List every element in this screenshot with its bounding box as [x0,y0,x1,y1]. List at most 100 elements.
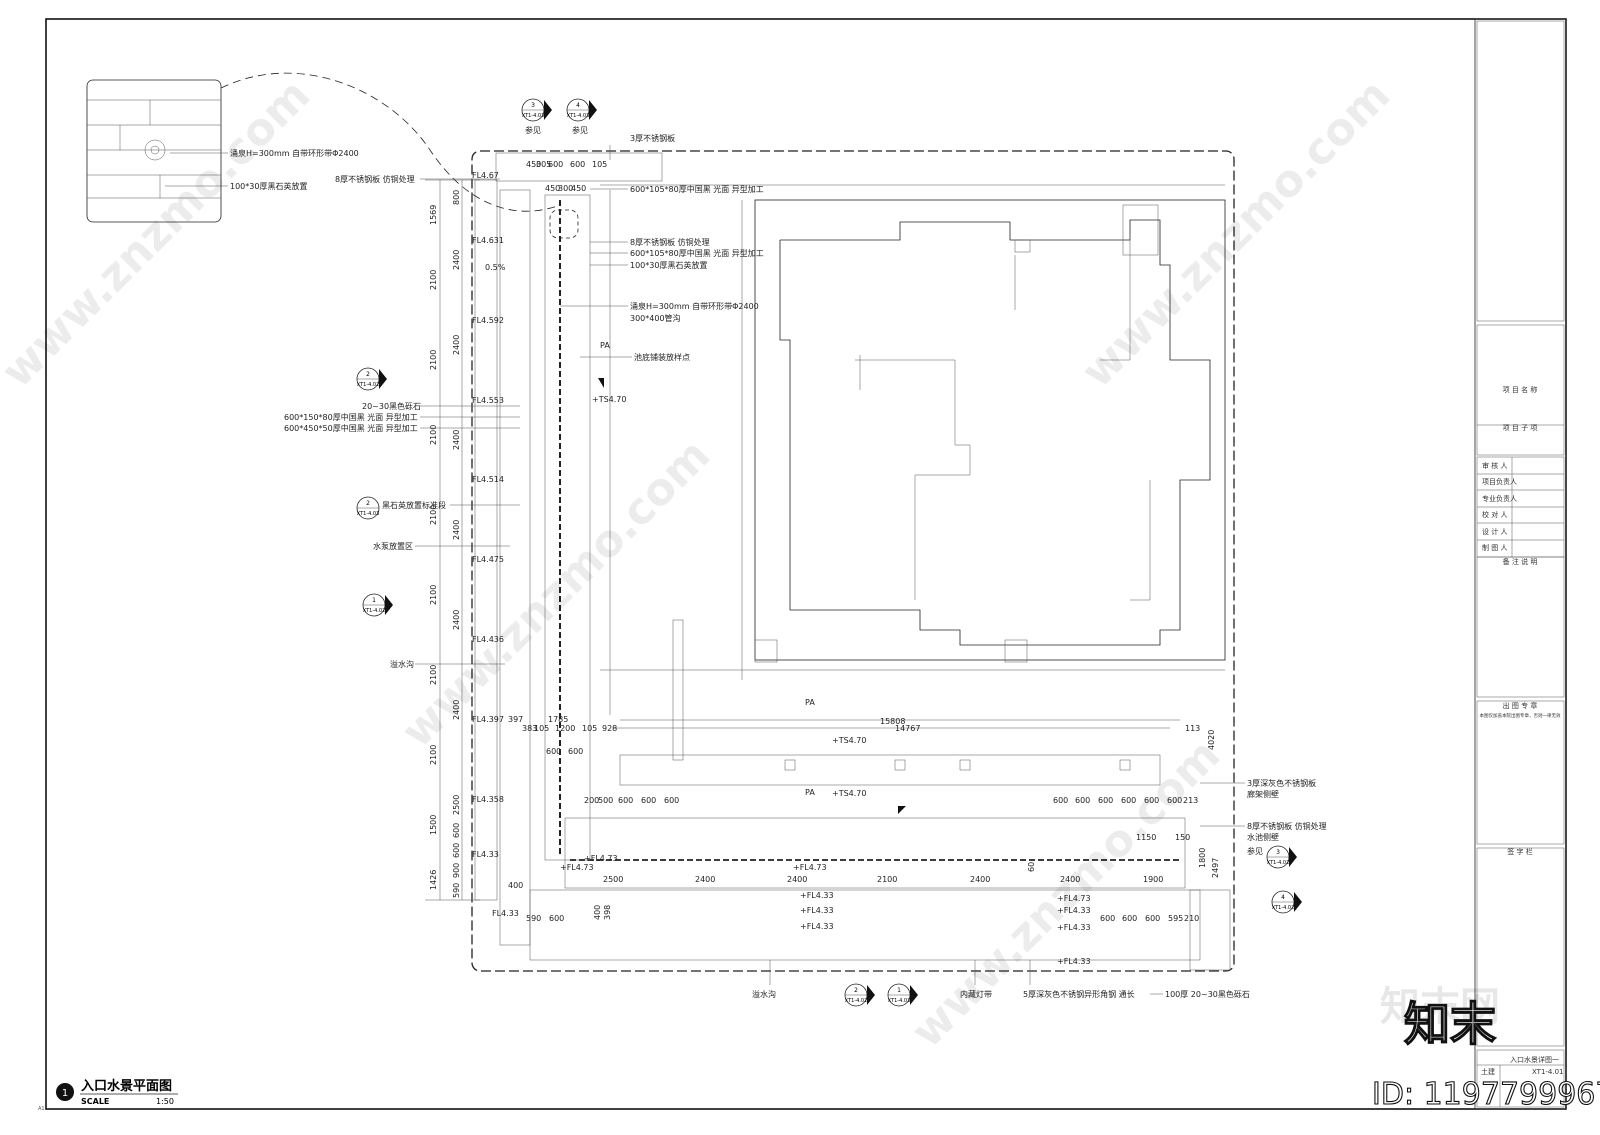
watermark-site: www.znzmo.com [0,69,320,397]
role-reviewer: 审 核 人 [1482,461,1507,470]
dim-left-outer: 2100 [429,505,438,525]
level-bottom: +FL4.33 [1057,957,1091,966]
dim-left-outer: 2100 [429,745,438,765]
callout-sheet: XT1-4.03 [357,511,380,517]
dim-bottom-left: 398 [603,905,612,920]
callout-num: 1 [897,987,901,994]
dim-top: 105 [592,160,607,169]
sub-project-label: 项 目 子 项 [1503,424,1538,432]
callout-num: 2 [366,500,370,507]
dim-row-2400: 2100 [877,875,897,884]
plan-notes: 3厚不锈钢板 8厚不锈钢板 仿铜处理 600*105*80厚中国黑 光面 异型加… [284,133,1327,999]
note-quartz-2: 100*30厚黑石英放置 [630,260,707,270]
dim-top: 600 [548,160,563,169]
project-name-label: 项 目 名 称 [1503,385,1538,394]
dim-bottom-right: 600 [1145,914,1160,923]
dim-top2: 450 [571,184,586,193]
watermark-brand: 知末网 [1380,984,1500,1030]
sign-label: 签 字 栏 [1507,847,1532,856]
callout-label: 参见 [572,125,588,135]
label-ts-3: +TS4.70 [832,789,866,798]
dim-left-inner: 2400 [452,430,461,450]
note-pebble: 20~30黑色砾石 [362,401,421,411]
remarks-label: 备 注 说 明 [1503,557,1538,566]
bottom-levels: +FL4.73 +FL4.73 +FL4.73 +FL4.73 +FL4.33 … [560,854,1091,966]
note-stone-600-105-2: 600*105*80厚中国黑 光面 异型加工 [630,248,764,258]
dim-bottom-right: 595 [1168,914,1183,923]
callout-num: 2 [854,987,858,994]
detail-inset: 涌泉H=300mm 自带环形带Φ2400 100*30厚黑石英放置 [86,72,561,223]
slope-mark: 0.5% [485,263,506,272]
role-rows: 审 核 人 项目负责人 专业负责人 校 对 人 设 计 人 制 图 人 [1477,457,1564,557]
level-left: FL4.631 [472,236,504,245]
label-pa-3: PA [805,788,815,797]
dim-left-inner: 2400 [452,700,461,720]
plan-outline [471,150,1235,972]
level-bottom: +FL4.33 [800,922,834,931]
level-left: FL4.592 [472,316,504,325]
level-left: FL4.33 [492,909,519,918]
dim-row-2400: 1900 [1143,875,1163,884]
dim-mid-top: 1785 [548,715,568,724]
note-frame-wall: 廊架侧壁 [1247,789,1279,799]
dim-row-600: 600 [641,796,656,805]
callout-num: 4 [1281,894,1285,901]
note-steel-copper-2: 8厚不锈钢板 仿铜处理 [630,237,710,247]
dim-long: 14767 [895,724,920,733]
dim-bottom-left: 400 [593,905,602,920]
dim-left-inner: 590 [452,883,461,898]
dim-row-600: 200 [584,796,599,805]
level-left: FL4.397 [472,715,504,724]
level-bottom: +FL4.73 [560,863,594,872]
callout-num: 2 [366,371,370,378]
dim-left-outer: 2100 [429,270,438,290]
seal-note: 本图仅加盖本院出图专章，否则一律无效 [1480,712,1561,719]
dim-left-outer: 1569 [429,205,438,225]
callout-num: 3 [531,102,535,109]
role-designer: 设 计 人 [1482,527,1507,536]
dim-row-2400-mark: 60 [1027,862,1036,872]
watermark-layer: www.znzmo.com www.znzmo.com www.znzmo.co… [0,69,1600,1112]
callout-num: 3 [1276,849,1280,856]
dim-right-bottom-v: 1800 [1198,848,1207,868]
label-pa-1: PA [600,341,610,350]
dim-row-600-right: 600 [1075,796,1090,805]
callout-sheet: XT1-4.03 [522,113,545,119]
dim-row-2400: 2500 [603,875,623,884]
level-left: FL4.67 [472,171,499,180]
plan-dimensions: 450 305 600 600 105 450 300 450 15808 14… [508,160,1220,923]
dim-bottom-left: 400 [508,881,523,890]
dim-left-inner: 600 [452,843,461,858]
left-levels: FL4.67 FL4.631 FL4.592 FL4.553 FL4.514 F… [472,171,519,918]
dim-mid-small: 1200 [555,724,575,733]
discipline: 土建 [1481,1067,1495,1076]
callout-num: 1 [372,597,376,604]
callout-sheet: XT1-4.03 [888,998,911,1004]
level-bottom: +FL4.33 [1057,906,1091,915]
title-block: 项 目 名 称 项 目 子 项 审 核 人 项目负责人 专业负责人 校 对 人 … [1476,20,1565,1108]
level-left: FL4.358 [472,795,504,804]
callout-sheet: XT1-4.02 [1267,860,1290,866]
note-light-strip: 内藏灯带 [960,989,992,999]
top-callouts: 3 XT1-4.03 参见 4 XT1-4.03 参见 [521,98,597,135]
level-bottom: +FL4.33 [1057,923,1091,932]
dim-left-outer: 2100 [429,585,438,605]
note-dark-steel: 3厚深灰色不锈钢板 [1247,778,1316,788]
dim-mid-600: 600 [546,747,561,756]
dim-row-600-right: 600 [1144,796,1159,805]
dim-row-600: 600 [664,796,679,805]
callout-label: 参见 [1247,846,1263,856]
dim-top: 450 [526,160,541,169]
note-pool-pattern: 池底铺装放样点 [634,352,690,362]
level-left: FL4.553 [472,396,504,405]
dim-left-outer: 2100 [429,665,438,685]
left-dim-outer-labels: 1569 2100 2100 2100 2100 2100 2100 2100 … [429,205,438,890]
note-steel-top: 3厚不锈钢板 [630,133,675,143]
dim-top2: 300 [558,184,573,193]
note-stone-600-105: 600*105*80厚中国黑 光面 异型加工 [630,184,764,194]
note-steel-copper-right: 8厚不锈钢板 仿铜处理 [1247,821,1327,831]
dim-mid-small: 928 [602,724,617,733]
dim-bottom-600: 600 [549,914,564,923]
level-bottom: +FL4.33 [800,891,834,900]
note-trench: 300*400管沟 [630,313,681,323]
